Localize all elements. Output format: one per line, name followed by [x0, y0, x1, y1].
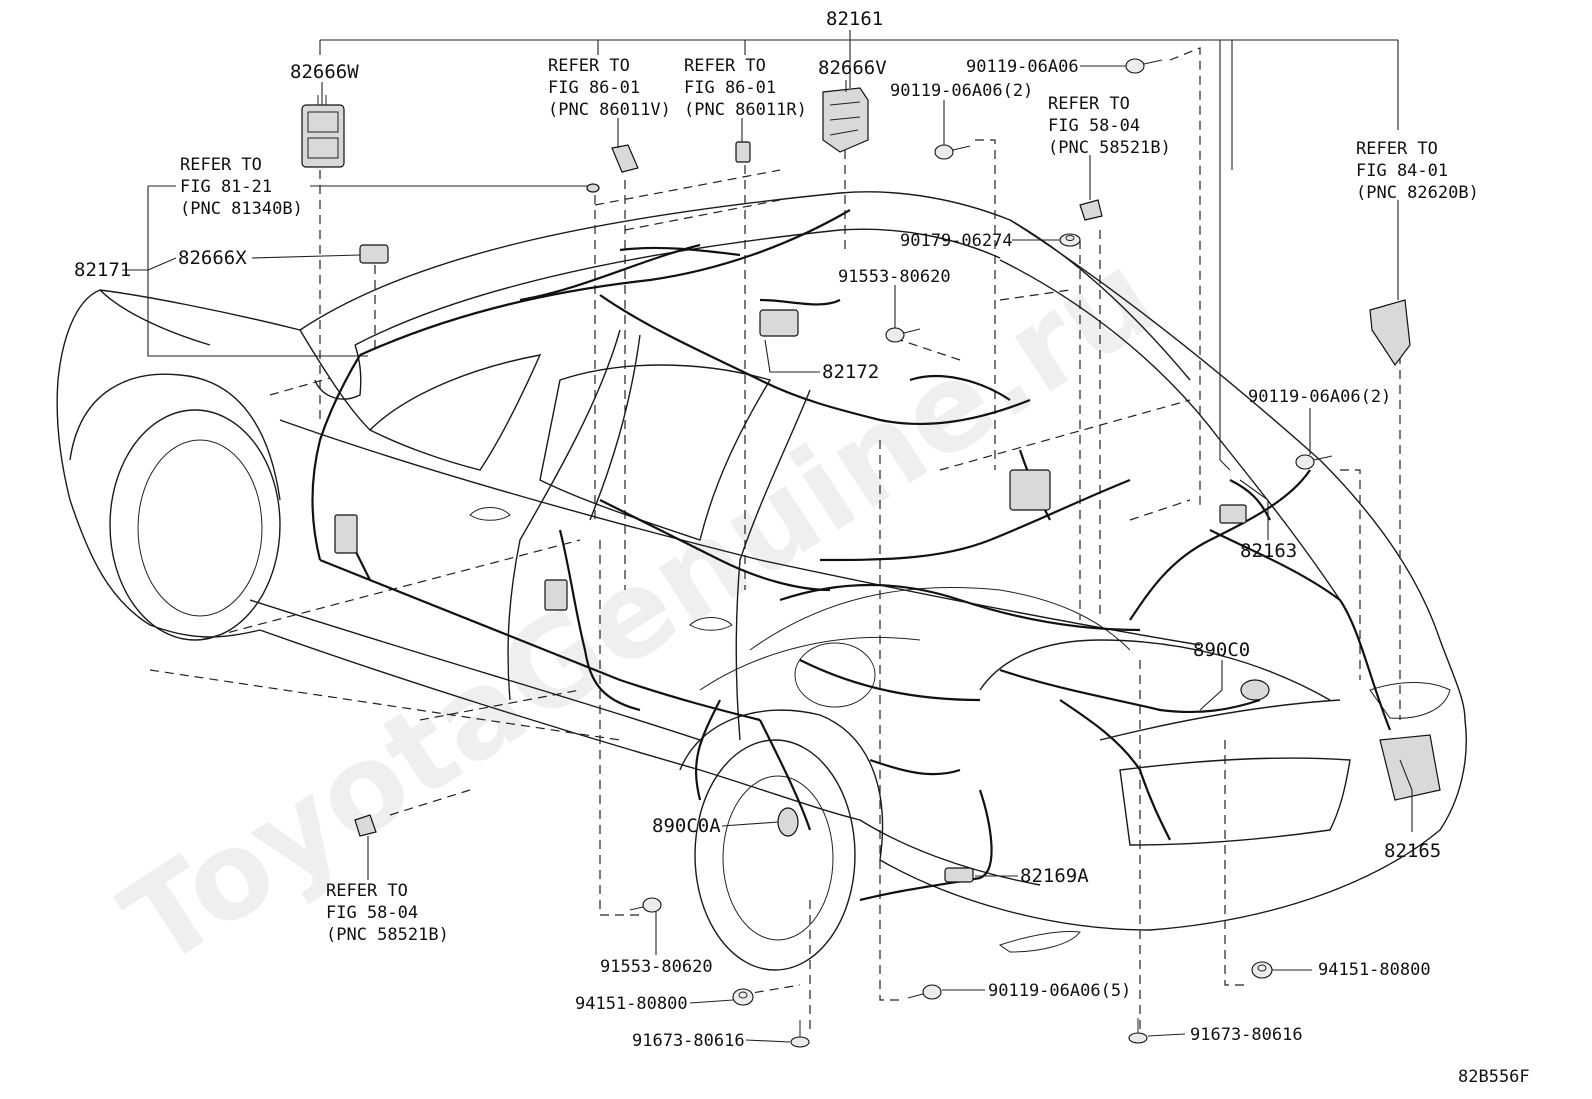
nut-94151-left-icon — [732, 988, 754, 1006]
clip-81340b — [586, 183, 600, 193]
screw-91673-left-icon — [790, 1020, 810, 1048]
bolt-91553-top-icon — [885, 327, 921, 343]
bolt-90119-5-icon — [907, 984, 942, 1000]
ref-58521b-bottom-line2: FIG 58-04 — [326, 903, 418, 923]
part-91673-right-label: 91673-80616 — [1190, 1025, 1303, 1045]
ref-86011r-line1: REFER TO — [684, 56, 766, 76]
ref-58521b-top-line3: (PNC 58521B) — [1048, 138, 1171, 158]
ref-81340b-line3: (PNC 81340B) — [180, 199, 303, 219]
part-94151-right-label: 94151-80800 — [1318, 960, 1431, 980]
module-82620b — [1369, 299, 1411, 367]
bolt-90119-2b-icon — [1295, 454, 1333, 470]
ref-81340b-line2: FIG 81-21 — [180, 177, 272, 197]
part-90179-label: 90179-06274 — [900, 231, 1013, 251]
antenna-86011v — [611, 144, 639, 173]
part-90119-2b-label: 90119-06A06(2) — [1248, 387, 1391, 407]
screw-91673-right-icon — [1128, 1018, 1148, 1044]
connector-82163 — [1219, 504, 1247, 524]
clip-58521b-top — [1079, 199, 1103, 221]
ref-86011r-line3: (PNC 86011R) — [684, 100, 807, 120]
part-82666v-label: 82666V — [818, 57, 887, 79]
ref-81340b-line1: REFER TO — [180, 155, 262, 175]
connector-front-door — [334, 514, 358, 554]
assembly-dashed-lines — [149, 47, 1401, 1030]
leader-lines — [122, 30, 1413, 1043]
connector-82169a — [944, 867, 974, 883]
connector-floor — [1009, 469, 1051, 511]
ref-58521b-bottom-line1: REFER TO — [326, 881, 408, 901]
figure-code: 82B556F — [1458, 1067, 1530, 1087]
ref-82620b-line3: (PNC 82620B) — [1356, 183, 1479, 203]
relay-block-82666w — [301, 95, 345, 168]
nut-90179-icon — [1059, 233, 1081, 247]
ref-82620b-line1: REFER TO — [1356, 139, 1438, 159]
part-890c0-label: 890C0 — [1193, 639, 1250, 661]
ref-58521b-bottom-line3: (PNC 58521B) — [326, 925, 449, 945]
part-82165-label: 82165 — [1384, 840, 1441, 862]
part-82163-label: 82163 — [1240, 540, 1297, 562]
part-90119-2a-label: 90119-06A06(2) — [890, 81, 1033, 101]
ref-58521b-top-line1: REFER TO — [1048, 94, 1130, 114]
part-82666x-label: 82666X — [178, 247, 247, 269]
part-90119-5-label: 90119-06A06(5) — [988, 981, 1131, 1001]
part-82169a-label: 82169A — [1020, 865, 1089, 887]
part-90119-top-label: 90119-06A06 — [966, 57, 1079, 77]
ref-86011v-line3: (PNC 86011V) — [548, 100, 671, 120]
rear-sensor-890c0 — [1240, 679, 1270, 701]
components — [301, 87, 1441, 883]
junction-82172 — [759, 309, 799, 337]
relay-block-82666v — [822, 87, 869, 153]
ref-82620b-line2: FIG 84-01 — [1356, 161, 1448, 181]
clip-58521b-bottom — [354, 814, 377, 837]
labels: 82161 82666W 82666V REFER TO FIG 86-01 (… — [74, 8, 1530, 1087]
connector-b-pillar — [544, 579, 568, 611]
part-94151-left-label: 94151-80800 — [575, 994, 688, 1014]
bolt-90119-2a-icon — [934, 144, 971, 160]
part-91553-top-label: 91553-80620 — [838, 267, 951, 287]
part-82171-label: 82171 — [74, 259, 131, 281]
ref-86011v-line2: FIG 86-01 — [548, 78, 640, 98]
nut-94151-right-icon — [1251, 961, 1273, 979]
ref-58521b-top-line2: FIG 58-04 — [1048, 116, 1140, 136]
connector-82666x — [359, 244, 389, 264]
part-91553-bottom-label: 91553-80620 — [600, 957, 713, 977]
fasteners — [629, 58, 1333, 1048]
wiring-harness — [311, 209, 1392, 902]
bolt-90119-top-icon — [1125, 58, 1163, 74]
ref-86011r-line2: FIG 86-01 — [684, 78, 776, 98]
module-82165 — [1379, 734, 1441, 801]
antenna-86011r — [735, 141, 751, 163]
part-82161-label: 82161 — [826, 8, 883, 30]
wheel-sensor-890c0a — [777, 807, 799, 837]
part-82666w-label: 82666W — [290, 61, 359, 83]
part-91673-left-label: 91673-80616 — [632, 1031, 745, 1051]
part-890c0a-label: 890C0A — [652, 815, 721, 837]
ref-86011v-line1: REFER TO — [548, 56, 630, 76]
part-82172-label: 82172 — [822, 361, 879, 383]
bolt-91553-bottom-icon — [629, 897, 662, 913]
